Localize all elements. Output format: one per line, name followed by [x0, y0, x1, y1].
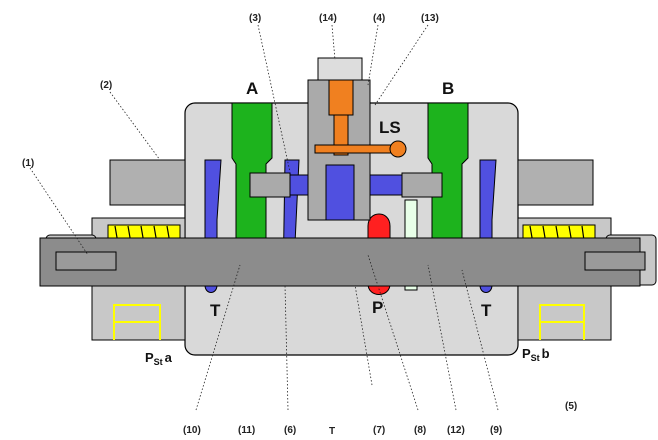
spool-rod-left — [55, 251, 117, 271]
callout-8: (8) — [414, 425, 426, 436]
callout-11: (11) — [238, 425, 255, 436]
callout-13: (13) — [421, 13, 439, 24]
port-t-right-label: T — [481, 301, 492, 320]
port-a-label: A — [246, 79, 258, 98]
callout-10: (10) — [183, 425, 201, 436]
callout-4: (4) — [373, 13, 385, 24]
port-t-left-label: T — [210, 301, 221, 320]
callout-2: (2) — [100, 80, 112, 91]
fitting-left — [109, 159, 186, 206]
left-pilot-circuit — [113, 304, 161, 340]
callout-12: (12) — [447, 425, 465, 436]
ls-valve-nut — [317, 57, 363, 81]
callout-5: (5) — [565, 401, 577, 412]
spool-rod-right — [584, 251, 646, 271]
check-valve-left — [249, 172, 291, 198]
leader-lines — [29, 24, 499, 411]
ls-spring — [328, 79, 354, 116]
ls-port-dot — [389, 140, 407, 158]
callout-6: (6) — [284, 425, 296, 436]
port-p-label: P — [372, 298, 383, 317]
callout-9: (9) — [490, 425, 502, 436]
callout-t: T — [329, 426, 335, 437]
port-b-label: B — [442, 79, 454, 98]
callout-3: (3) — [249, 13, 261, 24]
callout-7: (7) — [373, 425, 385, 436]
callout-1: (1) — [22, 158, 34, 169]
ls-piston — [325, 164, 355, 221]
ls-line — [314, 144, 396, 154]
check-valve-right — [401, 172, 443, 198]
spool — [39, 237, 641, 287]
fitting-right — [517, 159, 594, 206]
port-ls-label: LS — [379, 118, 401, 137]
right-pilot-circuit — [539, 304, 585, 340]
callout-14: (14) — [319, 13, 337, 24]
